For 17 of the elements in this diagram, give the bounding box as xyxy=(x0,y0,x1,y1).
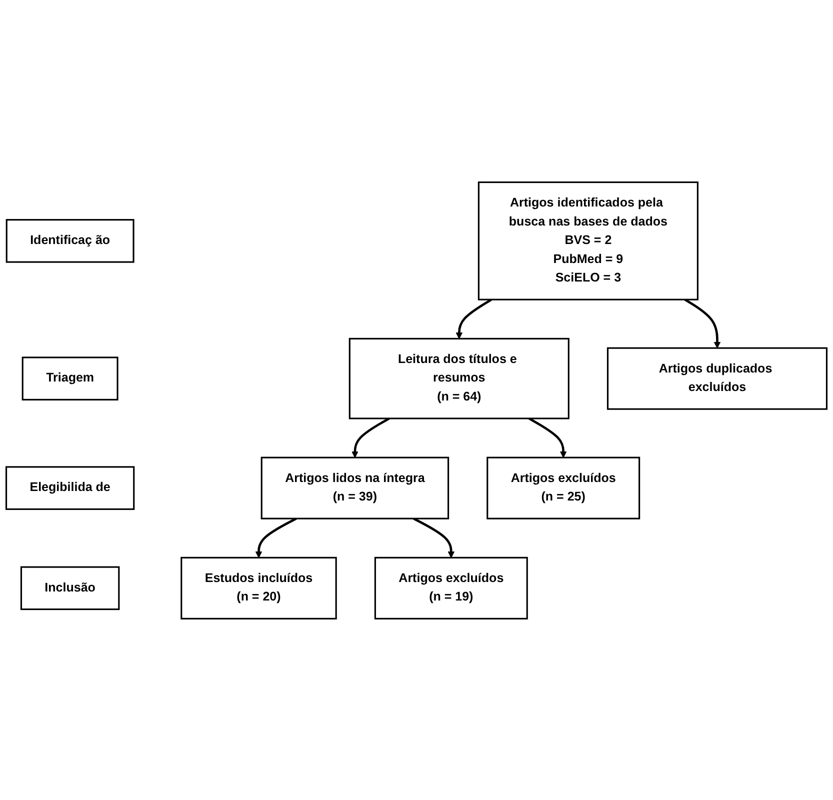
node-box: Leitura dos títulos e resumos (n = 64) xyxy=(348,337,570,419)
node-box: Artigos excluídos (n = 25) xyxy=(486,456,640,519)
node-box: Artigos excluídos (n = 19) xyxy=(374,556,528,619)
arrow xyxy=(456,298,492,339)
node-box: Inclusão xyxy=(20,566,120,610)
node-box: Triagem xyxy=(22,356,118,400)
arrow xyxy=(352,416,390,458)
arrow xyxy=(684,298,721,348)
arrow xyxy=(528,416,567,458)
node-box: Artigos identificados pela busca nas bases de dados BVS = 2 PubMed = 9 SciELO = 3 xyxy=(478,181,698,300)
node-box: Elegibilida de xyxy=(5,466,135,510)
arrow xyxy=(413,517,455,558)
node-box: Artigos lidos na íntegra (n = 39) xyxy=(260,456,450,519)
node-box: Artigos duplicados excluídos xyxy=(606,346,828,410)
node-box: Identificaç ão xyxy=(6,218,134,262)
node-box: Estudos incluídos (n = 20) xyxy=(180,556,337,619)
arrow xyxy=(255,517,297,558)
